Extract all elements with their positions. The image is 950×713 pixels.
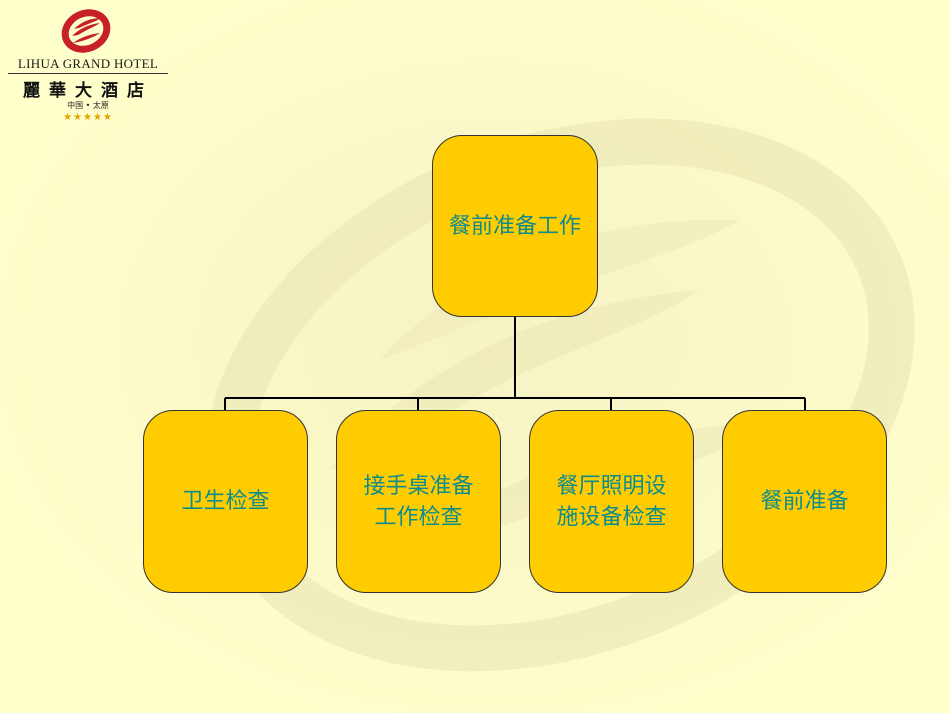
org-node-hygiene-check: 卫生检查 [143, 410, 308, 593]
org-node-table-prep-check: 接手桌准备 工作检查 [336, 410, 501, 593]
hotel-name-chinese: 麗華大酒店 [23, 81, 153, 101]
hotel-star-rating: ★★★★★ [63, 112, 113, 123]
org-node-pre-meal-prep: 餐前准备 [722, 410, 887, 593]
hotel-logo: LIHUA GRAND HOTEL 麗華大酒店 中国 • 太原 ★★★★★ [8, 4, 168, 130]
org-node-lighting-facility-check: 餐厅照明设 施设备检查 [529, 410, 694, 593]
hotel-emblem-icon [61, 9, 111, 53]
org-node-root: 餐前准备工作 [432, 135, 598, 317]
hotel-name-english: LIHUA GRAND HOTEL [8, 56, 168, 74]
hotel-location: 中国 • 太原 [67, 101, 109, 110]
